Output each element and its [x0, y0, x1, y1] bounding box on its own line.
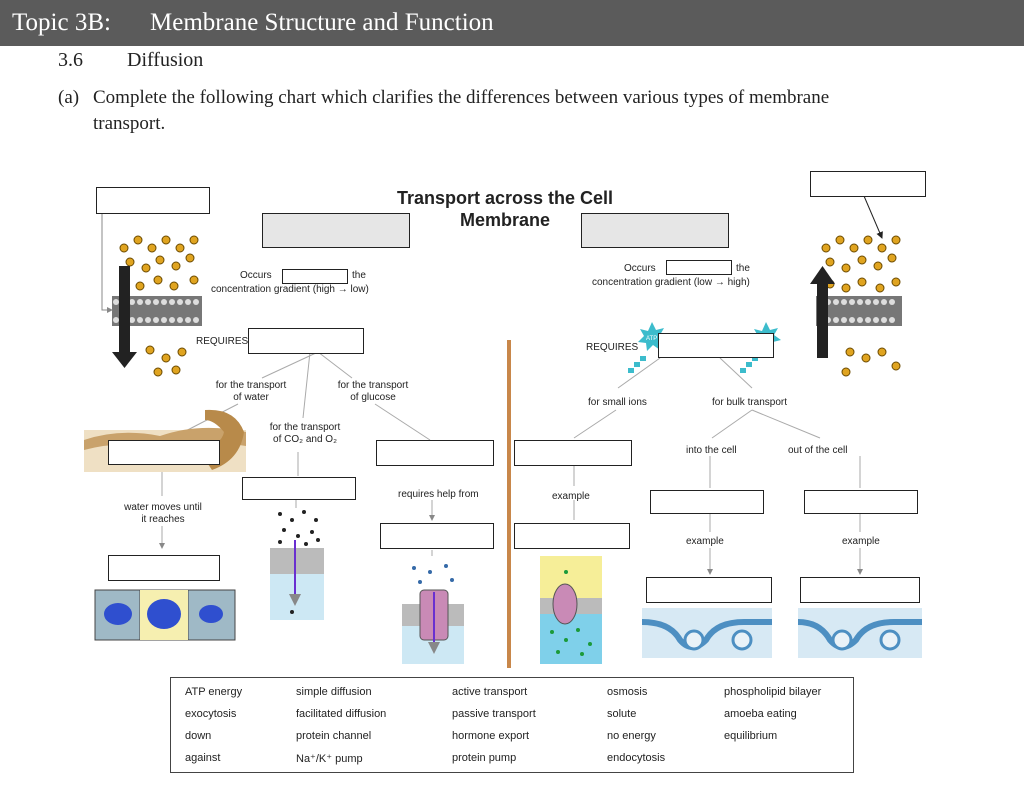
word-bank: ATP energy exocytosis down against simpl…: [170, 677, 854, 773]
answer-box-into-example[interactable]: [646, 577, 772, 603]
occurs-label-left: Occurs: [240, 270, 272, 281]
exocytosis-image: [797, 608, 922, 658]
question-line-2: transport.: [93, 113, 166, 134]
answer-box-left-top[interactable]: [96, 187, 210, 214]
word-bank-item: facilitated diffusion: [296, 708, 387, 720]
water-moves-label: water moves until it reaches: [124, 502, 202, 525]
water-transport-label: for the transport of water: [215, 380, 287, 403]
section-title: Diffusion: [127, 49, 204, 71]
into-cell-label: into the cell: [686, 445, 737, 456]
word-bank-item: protein channel: [296, 730, 372, 742]
word-bank-item: active transport: [452, 686, 528, 698]
answer-box-occurs-left[interactable]: [282, 269, 348, 284]
the-label-left: the: [352, 270, 366, 281]
gradient-label-left: concentration gradient (high → low): [211, 284, 369, 295]
protein-channel-image: [402, 558, 464, 664]
occurs-label-right: Occurs: [624, 263, 656, 274]
word-bank-item: against: [185, 752, 221, 764]
answer-box-ion-example[interactable]: [514, 523, 630, 549]
right-membrane-graphic: [810, 195, 902, 377]
left-membrane-graphic: [112, 235, 202, 377]
glucose-transport-label: for the transport of glucose: [337, 380, 409, 403]
answer-box-help[interactable]: [380, 523, 494, 549]
small-ions-label: for small ions: [588, 397, 647, 408]
chart-title-line-1: Transport across the Cell: [396, 188, 614, 208]
answer-box-passive-heading[interactable]: [262, 213, 410, 248]
answer-box-active-heading[interactable]: [581, 213, 729, 248]
answer-box-osmosis[interactable]: [108, 440, 220, 465]
gradient-label-right: concentration gradient (low → high): [592, 277, 750, 288]
bulk-transport-label: for bulk transport: [712, 397, 788, 408]
requires-label-left: REQUIRES: [196, 336, 249, 347]
word-bank-item: exocytosis: [185, 708, 237, 720]
word-bank-item: osmosis: [607, 686, 648, 698]
answer-box-out-of-cell[interactable]: [804, 490, 918, 514]
answer-box-equilibrium[interactable]: [108, 555, 220, 581]
answer-box-occurs-right[interactable]: [666, 260, 732, 275]
divider-pole: [507, 340, 511, 668]
the-label-right: the: [736, 263, 750, 274]
word-bank-item: solute: [607, 708, 637, 720]
question-line-1: Complete the following chart which clari…: [93, 87, 830, 108]
example-label-into: example: [686, 536, 724, 547]
answer-box-glucose[interactable]: [376, 440, 494, 466]
answer-box-requires-right[interactable]: [658, 333, 774, 358]
protein-pump-image: [540, 556, 602, 664]
word-bank-item: endocytosis: [607, 752, 666, 764]
example-label-ions: example: [552, 491, 590, 502]
question-label: (a): [58, 87, 80, 108]
word-bank-item: hormone export: [452, 730, 530, 742]
word-bank-item: no energy: [607, 730, 656, 742]
topic-title: Membrane Structure and Function: [150, 9, 494, 36]
word-bank-item: phospholipid bilayer: [724, 686, 822, 698]
answer-box-out-example[interactable]: [800, 577, 920, 603]
answer-box-into-cell[interactable]: [650, 490, 764, 514]
answer-box-right-top[interactable]: [810, 171, 926, 197]
osmosis-cells-image: [94, 589, 236, 641]
chart-title-line-2: Membrane: [459, 210, 551, 230]
answer-box-small-ions[interactable]: [514, 440, 632, 466]
word-bank-item: amoeba eating: [724, 708, 797, 720]
topic-label: Topic 3B:: [12, 9, 111, 36]
simple-diffusion-image: [270, 508, 324, 620]
endocytosis-image: [641, 608, 772, 658]
example-label-out: example: [842, 536, 880, 547]
requires-help-label: requires help from: [398, 489, 479, 500]
topic-header-bar: Topic 3B: Membrane Structure and Functio…: [0, 0, 1024, 46]
word-bank-item: down: [185, 730, 212, 742]
word-bank-item: passive transport: [452, 708, 536, 720]
word-bank-item: equilibrium: [724, 730, 778, 742]
answer-box-gas[interactable]: [242, 477, 356, 500]
out-of-cell-label: out of the cell: [788, 445, 848, 456]
word-bank-item: Na⁺/K⁺ pump: [296, 753, 363, 765]
atp-burst-left: ATP: [638, 322, 667, 351]
word-bank-item: ATP energy: [185, 686, 243, 698]
word-bank-item: simple diffusion: [296, 686, 372, 698]
gas-transport-label: for the transport of CO₂ and O₂: [269, 422, 341, 445]
section-number: 3.6: [58, 49, 83, 71]
word-bank-item: protein pump: [452, 752, 517, 764]
requires-label-right: REQUIRES: [586, 342, 639, 353]
svg-text:ATP: ATP: [646, 336, 657, 342]
answer-box-requires-left[interactable]: [248, 328, 364, 354]
